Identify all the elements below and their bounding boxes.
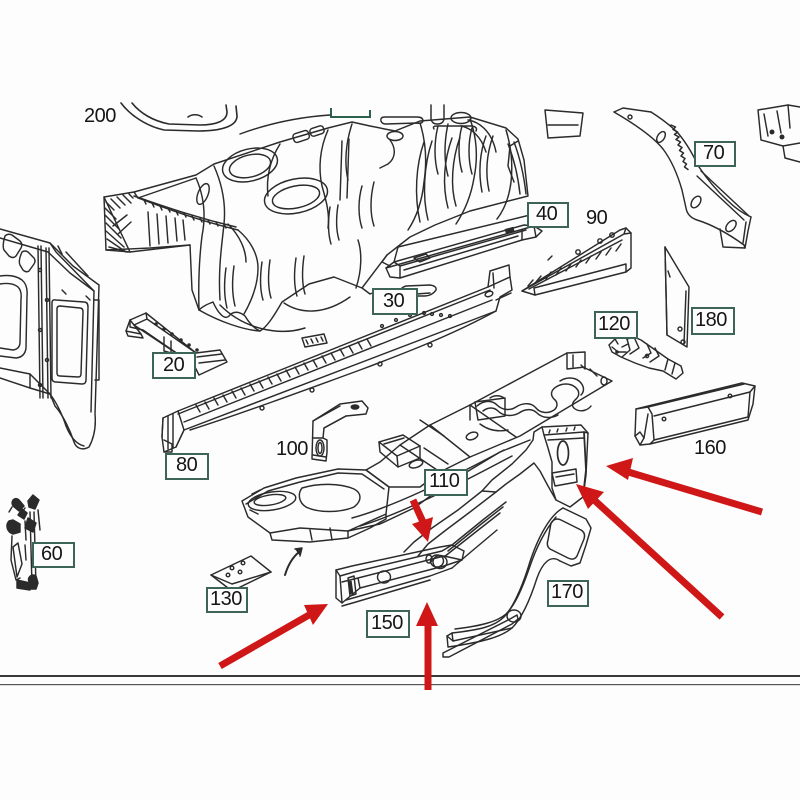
svg-text:20: 20 [163, 354, 185, 376]
svg-text:150: 150 [371, 612, 403, 634]
svg-text:110: 110 [429, 470, 460, 492]
svg-text:90: 90 [586, 207, 608, 229]
svg-text:170: 170 [551, 581, 583, 603]
svg-text:70: 70 [703, 142, 725, 164]
svg-text:160: 160 [694, 437, 726, 459]
svg-text:100: 100 [276, 438, 308, 460]
svg-text:40: 40 [536, 203, 558, 225]
svg-text:120: 120 [598, 313, 630, 335]
svg-text:30: 30 [383, 290, 405, 312]
svg-text:60: 60 [41, 543, 63, 565]
svg-text:80: 80 [176, 454, 198, 476]
svg-text:200: 200 [84, 105, 116, 127]
svg-text:180: 180 [695, 309, 727, 331]
svg-text:130: 130 [210, 588, 242, 610]
